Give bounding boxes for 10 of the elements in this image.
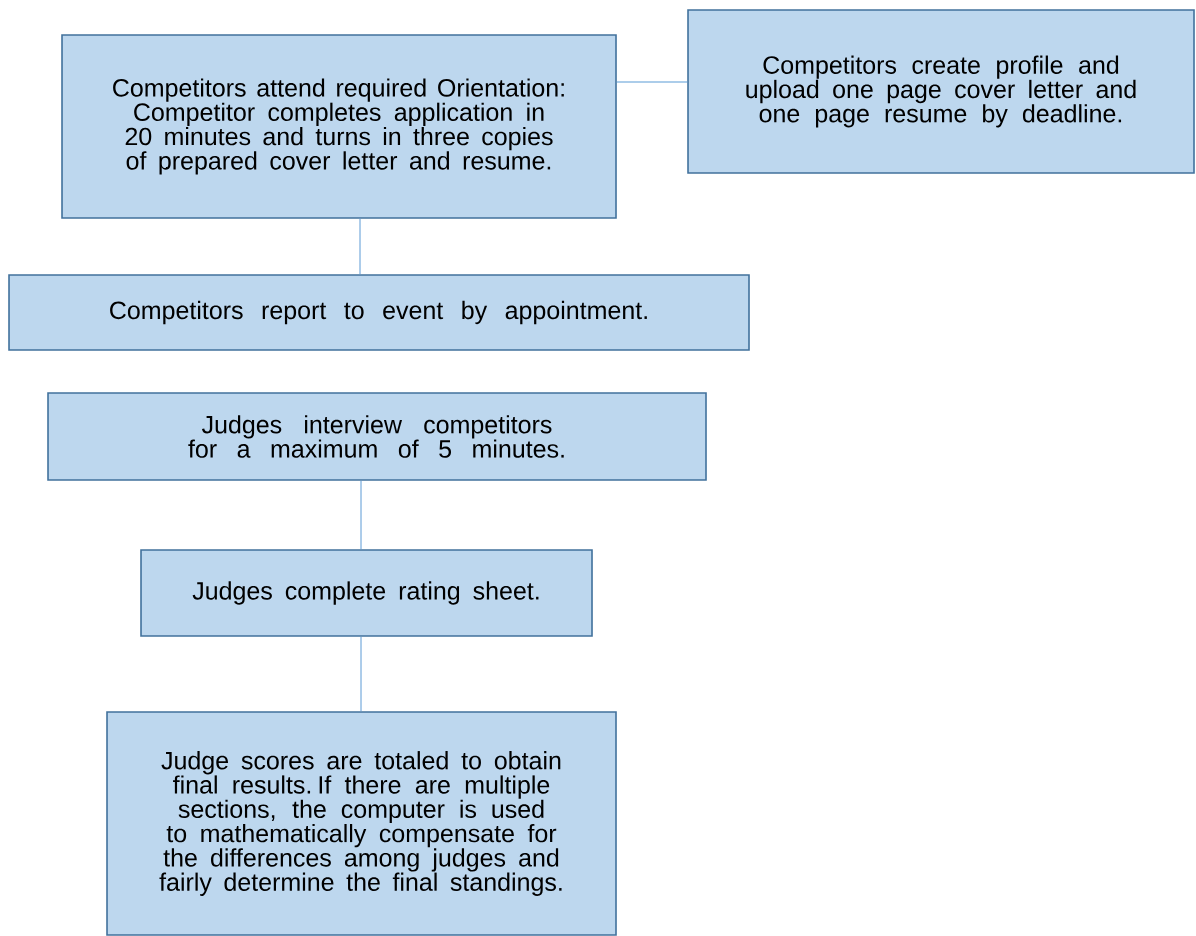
process-box: Competitors report to event by appointment. <box>8 274 750 351</box>
connector-line <box>616 81 688 83</box>
process-box: Judge scores are totaled to obtain final results. If there are multiple sections, the computer is used to mathematically compensate for the differences among judges and fairly determine the final standings. <box>106 711 617 936</box>
connector-line <box>360 480 362 550</box>
process-box: Competitors attend required Orientation: Competitor completes application in 20 minutes and turns in three copies of prepared cover letter and resume. <box>61 34 617 219</box>
process-box: Judges interview competitors for a maximum of 5 minutes. <box>47 392 707 481</box>
process-box: Judges complete rating sheet. <box>140 549 593 637</box>
process-box: Competitors create profile and upload one page cover letter and one page resume by deadline. <box>687 9 1195 174</box>
connector-line <box>360 636 362 712</box>
connector-line <box>359 218 361 275</box>
